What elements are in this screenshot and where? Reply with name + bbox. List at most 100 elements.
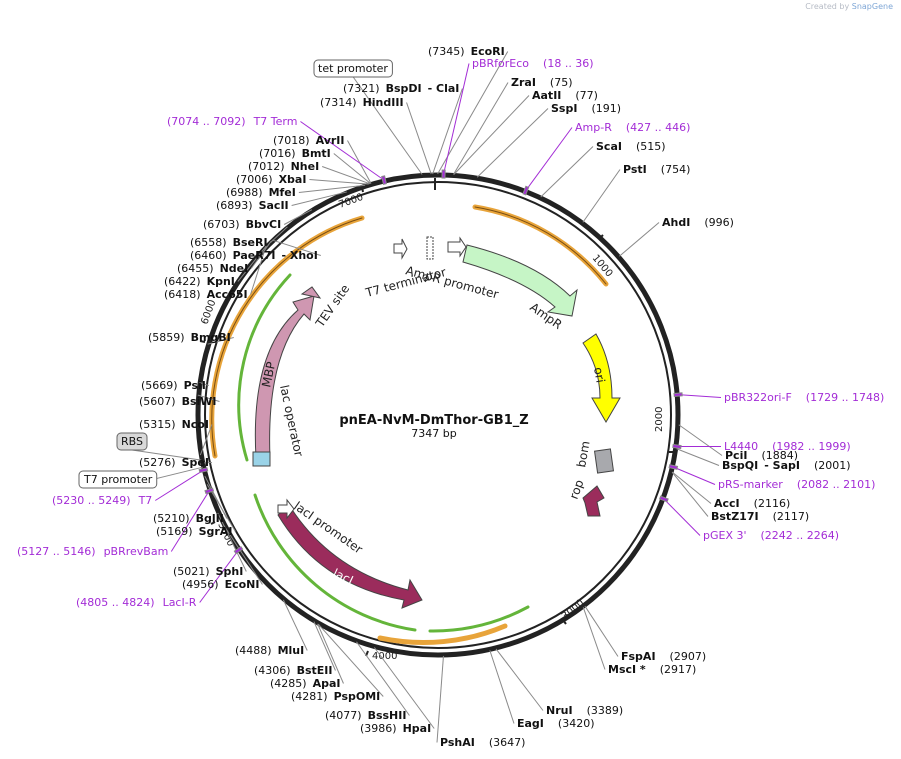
boxed-label: RBS — [121, 435, 143, 448]
label-lac-operator: lac operator — [277, 384, 306, 458]
site-label: (5021)SphI — [173, 565, 243, 578]
site-pos: (5607) — [139, 395, 176, 408]
site-leader — [207, 337, 234, 345]
site-name: SacII — [259, 199, 289, 212]
ori-arrow — [582, 333, 621, 423]
primer-label: (5230 .. 5249)T7 — [52, 494, 152, 507]
site-zrai: ZraI(75) — [511, 76, 573, 89]
site-name: SpeI — [182, 456, 209, 469]
site-name: PspOMI — [334, 690, 381, 703]
primer-leader — [678, 394, 722, 398]
ampr-promoter-box — [426, 236, 434, 260]
primer-name: pGEX 3' — [703, 529, 747, 542]
site-name: PaeR7I — [233, 249, 276, 262]
primer-site — [233, 545, 244, 555]
site-label: (6703) BbvCI — [203, 218, 281, 231]
site-label: (6988)MfeI — [226, 186, 296, 199]
site-leader — [272, 239, 321, 256]
site-sspi: SspI(191) — [551, 102, 621, 115]
site-leader — [199, 381, 210, 386]
plasmid-name: pnEA-NvM-DmThor-GB1_Z — [339, 413, 528, 428]
site-label: (6460)PaeR7I- XhoI — [190, 249, 318, 262]
primer-pgex-3: pGEX 3'(2242 .. 2264) — [703, 529, 839, 542]
site-paer7i: (6460)PaeR7I- XhoI — [190, 249, 318, 262]
boxed-frame — [78, 470, 158, 489]
site-pos: (754) — [661, 163, 691, 176]
site-pos: (77) — [575, 89, 598, 102]
site-pos: (75) — [550, 76, 573, 89]
site-fspai: FspAI(2907) — [621, 650, 706, 663]
primer-range: (4805 .. 4824) — [76, 596, 155, 609]
t7-terminator-arrow — [393, 238, 408, 260]
site-pos: (6703) — [203, 218, 240, 231]
site-ecori: (7345)EcoRI — [428, 45, 505, 58]
primer-label: pBRforEco (18 .. 36) — [472, 57, 594, 70]
primer-range: (18 .. 36) — [543, 57, 594, 70]
site-name: MscI * — [608, 663, 646, 676]
orf-arc-bottom — [377, 623, 508, 646]
primer-pbrforeco: pBRforEco (18 .. 36) — [472, 57, 594, 70]
site-name: BssHII — [368, 709, 407, 722]
site-leader — [291, 191, 347, 206]
primer-site — [658, 495, 669, 503]
site-label: BstZ17I(2117) — [711, 510, 809, 523]
site-name: HindIII — [363, 96, 404, 109]
site-scai: ScaI(515) — [596, 140, 666, 153]
site-mlui: (4488)MluI — [235, 644, 304, 657]
site-kpni: (6422)KpnI — [164, 275, 235, 288]
backbone-inner — [204, 181, 672, 649]
site-leader — [582, 607, 606, 670]
site-pos: (3420) — [558, 717, 595, 730]
site-leader — [223, 524, 263, 585]
site-pos: (6418) — [164, 288, 201, 301]
site-bspqi: BspQI- SapI(2001) — [722, 459, 851, 472]
site-pos: (5210) — [153, 512, 190, 525]
site-pos: (6422) — [164, 275, 201, 288]
primer-name: pBRforEco — [472, 57, 529, 70]
site-name: ApaI — [313, 677, 341, 690]
site-name: BsiWI — [182, 395, 217, 408]
primer-prs-marker: pRS-marker(2082 .. 2101) — [718, 478, 875, 491]
site-name: PsiI — [184, 379, 206, 392]
primer-t7-term: (7074 .. 7092)T7 Term — [167, 115, 297, 128]
site-leader — [217, 512, 247, 572]
site-leader — [619, 222, 660, 257]
site-name: PshAI — [440, 736, 475, 749]
primer-name: T7 Term — [253, 115, 298, 128]
site-leader — [582, 169, 621, 223]
primer-label: pRS-marker(2082 .. 2101) — [718, 478, 875, 491]
label-rop: rop — [567, 478, 587, 501]
site-sphi: (5021)SphI — [173, 565, 243, 578]
site-pos: (191) — [591, 102, 621, 115]
site-name: SphI — [216, 565, 244, 578]
site-label: (6455)NdeI — [177, 262, 248, 275]
site-leader — [322, 166, 371, 185]
site-bmti: (7016)BmtI — [259, 147, 331, 160]
site-leader — [347, 140, 372, 184]
site-leader — [671, 471, 712, 504]
primer-site — [522, 185, 530, 196]
site-pos: (2917) — [660, 663, 697, 676]
ampr-promoter-arrow — [447, 236, 467, 258]
primer-label: Amp-R(427 .. 446) — [575, 121, 690, 134]
site-label: ZraI(75) — [511, 76, 573, 89]
primer-amp-r: Amp-R(427 .. 446) — [575, 121, 690, 134]
site-label: SspI(191) — [551, 102, 621, 115]
site-leader — [270, 226, 288, 243]
primer-site — [198, 467, 209, 474]
site-xbai: (7006)XbaI — [236, 173, 306, 186]
site-name: EcoRI — [471, 45, 505, 58]
tick-mark — [599, 234, 604, 239]
site-leader — [206, 484, 236, 532]
site-label: EagI(3420) — [517, 717, 594, 730]
site-leader — [317, 623, 344, 684]
site-label: (6893)SacII — [216, 199, 289, 212]
primer-leader — [155, 469, 204, 501]
site-label: (7016)BmtI — [259, 147, 331, 160]
site-bbvci: (6703) BbvCI — [203, 218, 281, 231]
primer-leader — [525, 127, 573, 191]
primer-label: (5127 .. 5146)pBRrevBam — [17, 545, 168, 558]
laci-promoter-arrow — [277, 498, 295, 520]
site-name: BbvCI — [246, 218, 282, 231]
